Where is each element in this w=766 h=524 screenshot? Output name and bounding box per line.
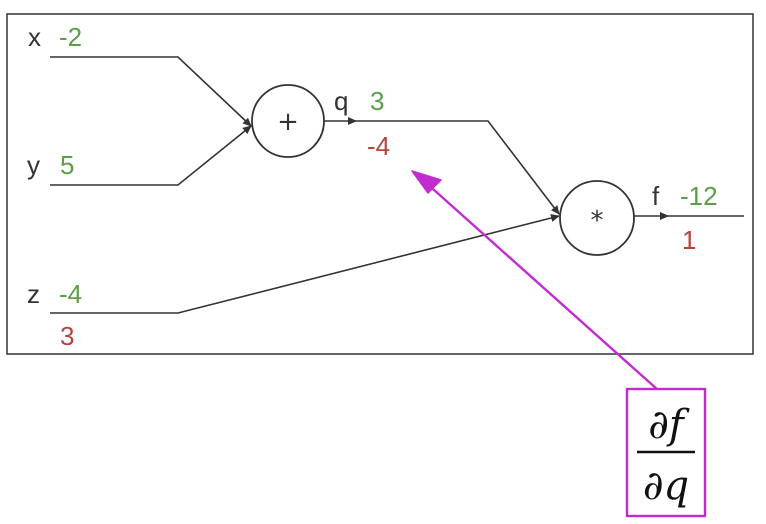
derivative-denominator: ∂q bbox=[643, 463, 689, 509]
arrow-up-left-icon bbox=[411, 170, 442, 194]
derivative-numerator: ∂f bbox=[648, 402, 690, 448]
input-z-gradient: 3 bbox=[60, 321, 74, 351]
input-x-name: x bbox=[28, 22, 41, 52]
add-node-symbol: + bbox=[277, 107, 299, 137]
edge-x-to-add bbox=[50, 56, 252, 127]
output-f-gradient: 1 bbox=[682, 225, 696, 255]
intermediate-q-gradient: -4 bbox=[367, 131, 390, 161]
input-y-value: 5 bbox=[60, 150, 74, 180]
intermediate-q-value: 3 bbox=[370, 86, 384, 116]
edge-y-to-add bbox=[50, 125, 252, 186]
output-f-name: f bbox=[652, 181, 660, 211]
input-y-name: y bbox=[27, 150, 40, 180]
intermediate-q-name: q bbox=[334, 86, 348, 116]
input-z-name: z bbox=[27, 279, 40, 309]
edge-z-to-mul bbox=[50, 214, 560, 314]
multiply-node bbox=[559, 180, 635, 256]
graph-frame bbox=[6, 13, 754, 355]
edge-q-continued bbox=[356, 120, 560, 215]
multiply-node-symbol: * bbox=[591, 206, 604, 236]
input-x-value: -2 bbox=[59, 22, 82, 52]
annotation-arrow-line bbox=[423, 180, 659, 391]
input-z-value: -4 bbox=[59, 279, 82, 309]
output-f-value: -12 bbox=[680, 181, 718, 211]
